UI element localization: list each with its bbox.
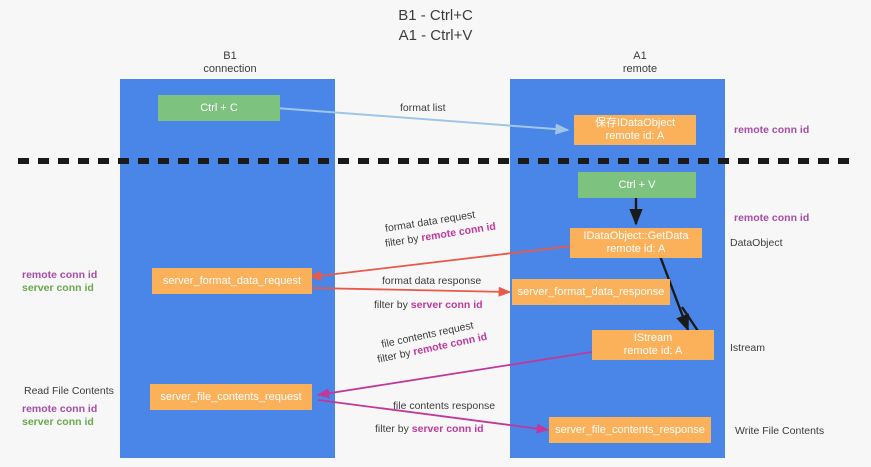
arrow-format-data-response [311,286,512,297]
box-ctrl-v[interactable]: Ctrl + V [578,172,696,198]
annotation-write-file-contents: Write File Contents [735,425,825,437]
box-istream-line1: IStream [633,332,673,344]
box-server-format-data-response[interactable]: server_format_data_response [512,279,670,305]
box-getdata-line2: remote id: A [606,243,666,255]
box-idataobject-getdata[interactable]: IDataObject::GetData remote id: A [570,228,702,258]
box-save-idataobject[interactable]: 保存IDataObject remote id: A [574,115,696,145]
column-b1-name: B1 [223,50,237,62]
box-server-format-data-request-label: server_format_data_request [162,274,302,287]
annotation-left-remote-conn-id-2: remote conn id [22,403,98,415]
box-getdata-line1: IDataObject::GetData [583,230,689,242]
page-title: B1 - Ctrl+C A1 - Ctrl+V [0,6,871,46]
filter-prefix-2: filter by [374,299,411,311]
edge-label-file-contents-response-filter: filter by server conn id [375,422,484,436]
box-server-file-contents-request[interactable]: server_file_contents_request [150,384,312,410]
box-ctrl-c[interactable]: Ctrl + C [158,95,280,121]
annotation-remote-conn-id-mid: remote conn id [734,212,810,224]
annotation-left-server-conn-id-2: server conn id [22,416,94,428]
filter-key-2: server conn id [410,299,483,311]
box-save-idataobject-line2: remote id: A [605,130,665,142]
edge-label-file-contents-response: file contents response [393,400,496,412]
annotation-dataobject: DataObject [730,237,783,249]
column-header-a1: A1 remote [555,50,725,76]
edge-label-format-data-response-filter: filter by server conn id [374,298,483,312]
box-istream-line2: remote id: A [623,345,683,357]
annotation-left-remote-conn-id: remote conn id [22,269,98,281]
column-b1-role: connection [203,63,257,75]
annotation-remote-conn-id-top: remote conn id [734,124,810,136]
title-line-2: A1 - Ctrl+V [398,27,473,44]
box-server-format-data-request[interactable]: server_format_data_request [152,268,312,294]
column-a1-role: remote [622,63,658,75]
box-ctrl-c-label: Ctrl + C [200,101,238,114]
box-server-format-data-response-label: server_format_data_response [517,285,665,298]
annotation-left-server-conn-id: server conn id [22,282,94,294]
box-istream[interactable]: IStream remote id: A [592,330,714,360]
annotation-read-file-contents: Read File Contents [24,385,114,397]
title-line-1: B1 - Ctrl+C [398,7,473,24]
box-server-file-contents-response-label: server_file_contents_response [555,423,705,436]
column-header-b1: B1 connection [145,50,315,76]
filter-key-4: server conn id [411,423,484,435]
edge-label-format-data-response: format data response [382,275,482,287]
column-a1-name: A1 [633,50,647,62]
box-save-idataobject-line1: 保存IDataObject [594,117,676,129]
box-server-file-contents-request-label: server_file_contents_request [160,390,302,403]
filter-prefix-4: filter by [375,423,412,435]
box-server-file-contents-response[interactable]: server_file_contents_response [549,417,711,443]
edge-label-format-list: format list [400,102,446,114]
annotation-istream: Istream [730,342,766,354]
box-ctrl-v-label: Ctrl + V [618,178,656,191]
